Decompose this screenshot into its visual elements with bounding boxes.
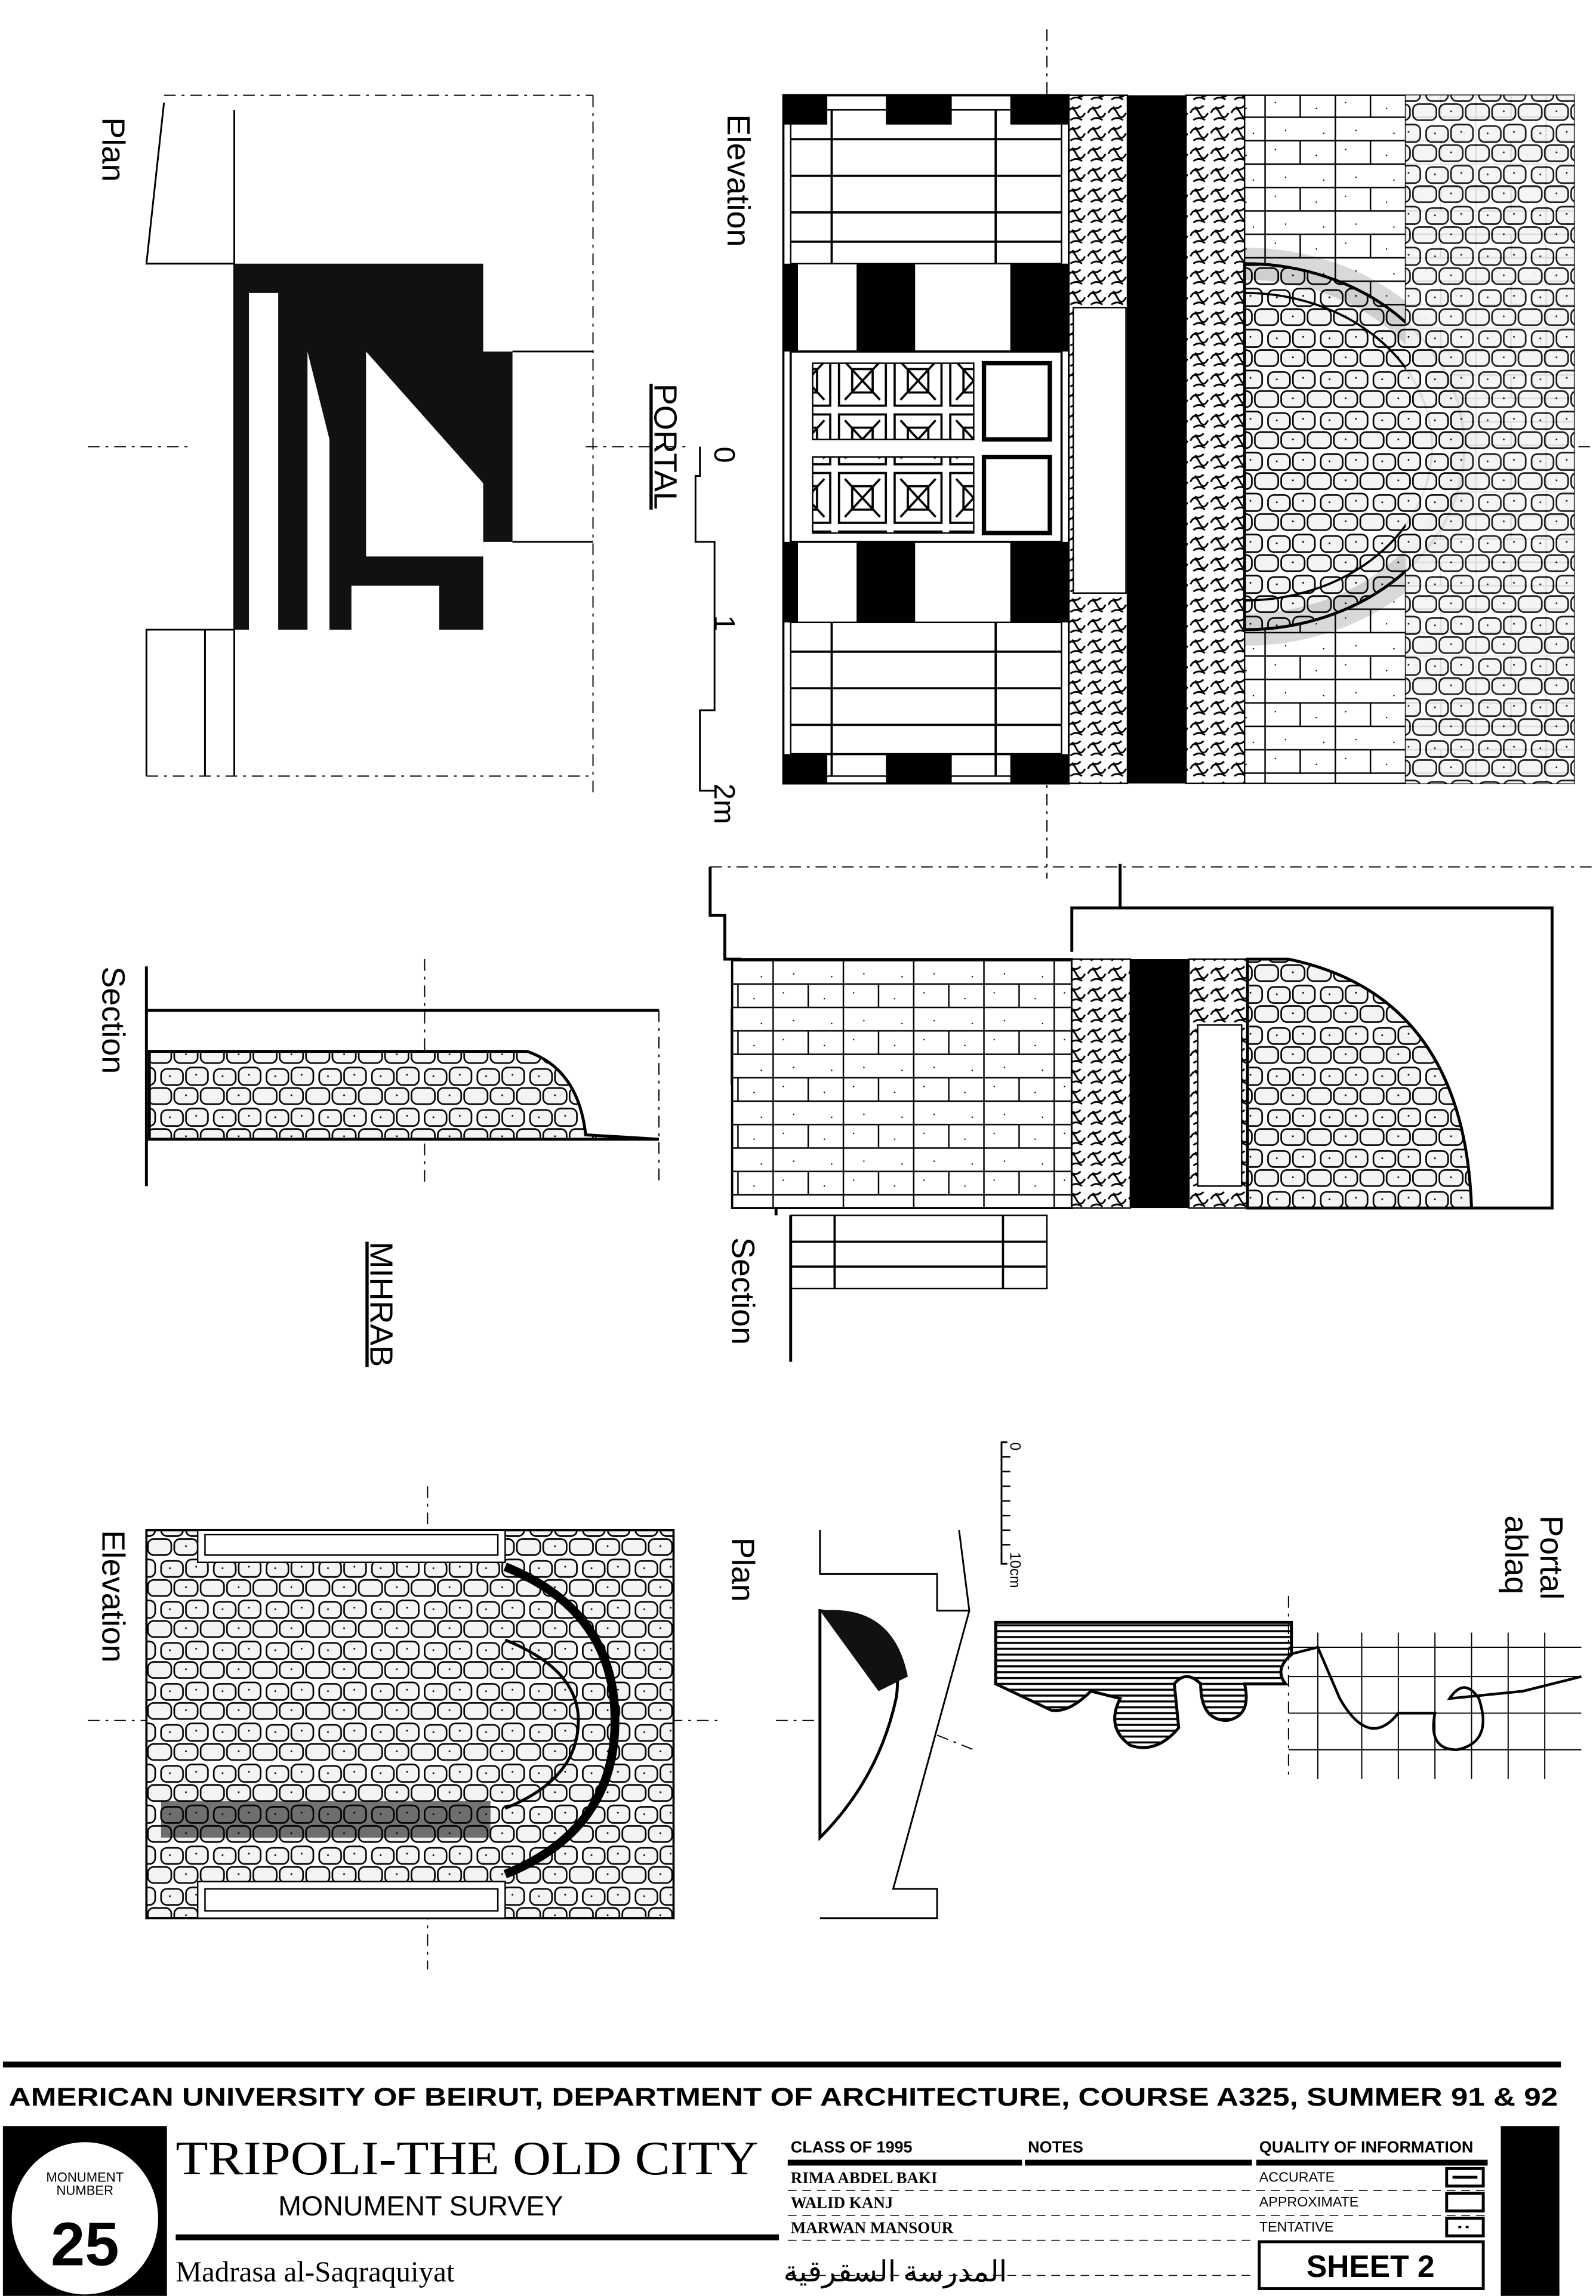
monument-name-arabic: المدرسة السقرقية <box>783 2255 1007 2288</box>
portal-scale-2m: 2m <box>708 784 740 824</box>
mihrab-elevation-label: Elevation <box>95 1530 131 1663</box>
portal-section-label: Section <box>725 1237 761 1345</box>
mihrab-section-label: Section <box>95 966 131 1074</box>
mihrab-plan-label: Plan <box>725 1537 761 1602</box>
ablaq-scale-0: 0 <box>1007 1443 1023 1451</box>
class-heading: CLASS OF 1995 <box>791 2138 913 2156</box>
number-label: NUMBER <box>56 2183 113 2198</box>
city-title: TRIPOLI-THE OLD CITY <box>175 2131 758 2185</box>
quality-heading: QUALITY OF INFORMATION <box>1259 2138 1474 2156</box>
mihrab-title: MIHRAB <box>363 1242 399 1367</box>
sheet-number: SHEET 2 <box>1307 2249 1435 2283</box>
monument-name: Madrasa al-Saqraquiyat <box>175 2255 454 2288</box>
portal-scale-1: 1 <box>708 615 740 631</box>
institution-header: AMERICAN UNIVERSITY OF BEIRUT, DEPARTMEN… <box>9 2083 1558 2112</box>
ablaq-label-portal: Portal <box>1533 1515 1569 1600</box>
mihrab-plan <box>776 1530 974 1919</box>
student-name: RIMA ABDEL BAKI <box>791 2169 938 2187</box>
ablaq-scale-10cm: 10cm <box>1007 1552 1023 1588</box>
portal-title: PORTAL <box>648 384 683 510</box>
quality-accurate: ACCURATE <box>1259 2169 1335 2184</box>
monument-label: MONUMENT <box>46 2169 124 2184</box>
mihrab-elevation <box>88 1486 718 1970</box>
student-name: WALID KANJ <box>791 2194 893 2212</box>
notes-heading: NOTES <box>1028 2138 1083 2156</box>
portal-ablaq-profile: 0 10cm <box>994 1441 1582 1779</box>
quality-legend-swatches <box>1445 2166 1485 2238</box>
portal-section <box>708 864 1596 1362</box>
student-name: MARWAN MANSOUR <box>791 2218 954 2236</box>
ablaq-label-ablaq: ablaq <box>1498 1515 1534 1594</box>
portal-plan <box>88 94 689 799</box>
monument-number: 25 <box>51 2209 119 2278</box>
portal-plan-label: Plan <box>95 117 131 181</box>
survey-subtitle: MONUMENT SURVEY <box>278 2190 563 2221</box>
portal-elevation-label: Elevation <box>720 115 756 247</box>
mihrab-section <box>144 959 660 1186</box>
title-block: AMERICAN UNIVERSITY OF BEIRUT, DEPARTMEN… <box>2 2061 1561 2296</box>
portal-scale-0: 0 <box>708 446 740 463</box>
portal-scale-bar: 0 1 2m <box>694 446 740 824</box>
quality-tentative: TENTATIVE <box>1259 2219 1334 2235</box>
quality-approximate: APPROXIMATE <box>1259 2194 1359 2209</box>
portal-elevation <box>782 29 1596 879</box>
monument-number-badge <box>11 2142 158 2295</box>
